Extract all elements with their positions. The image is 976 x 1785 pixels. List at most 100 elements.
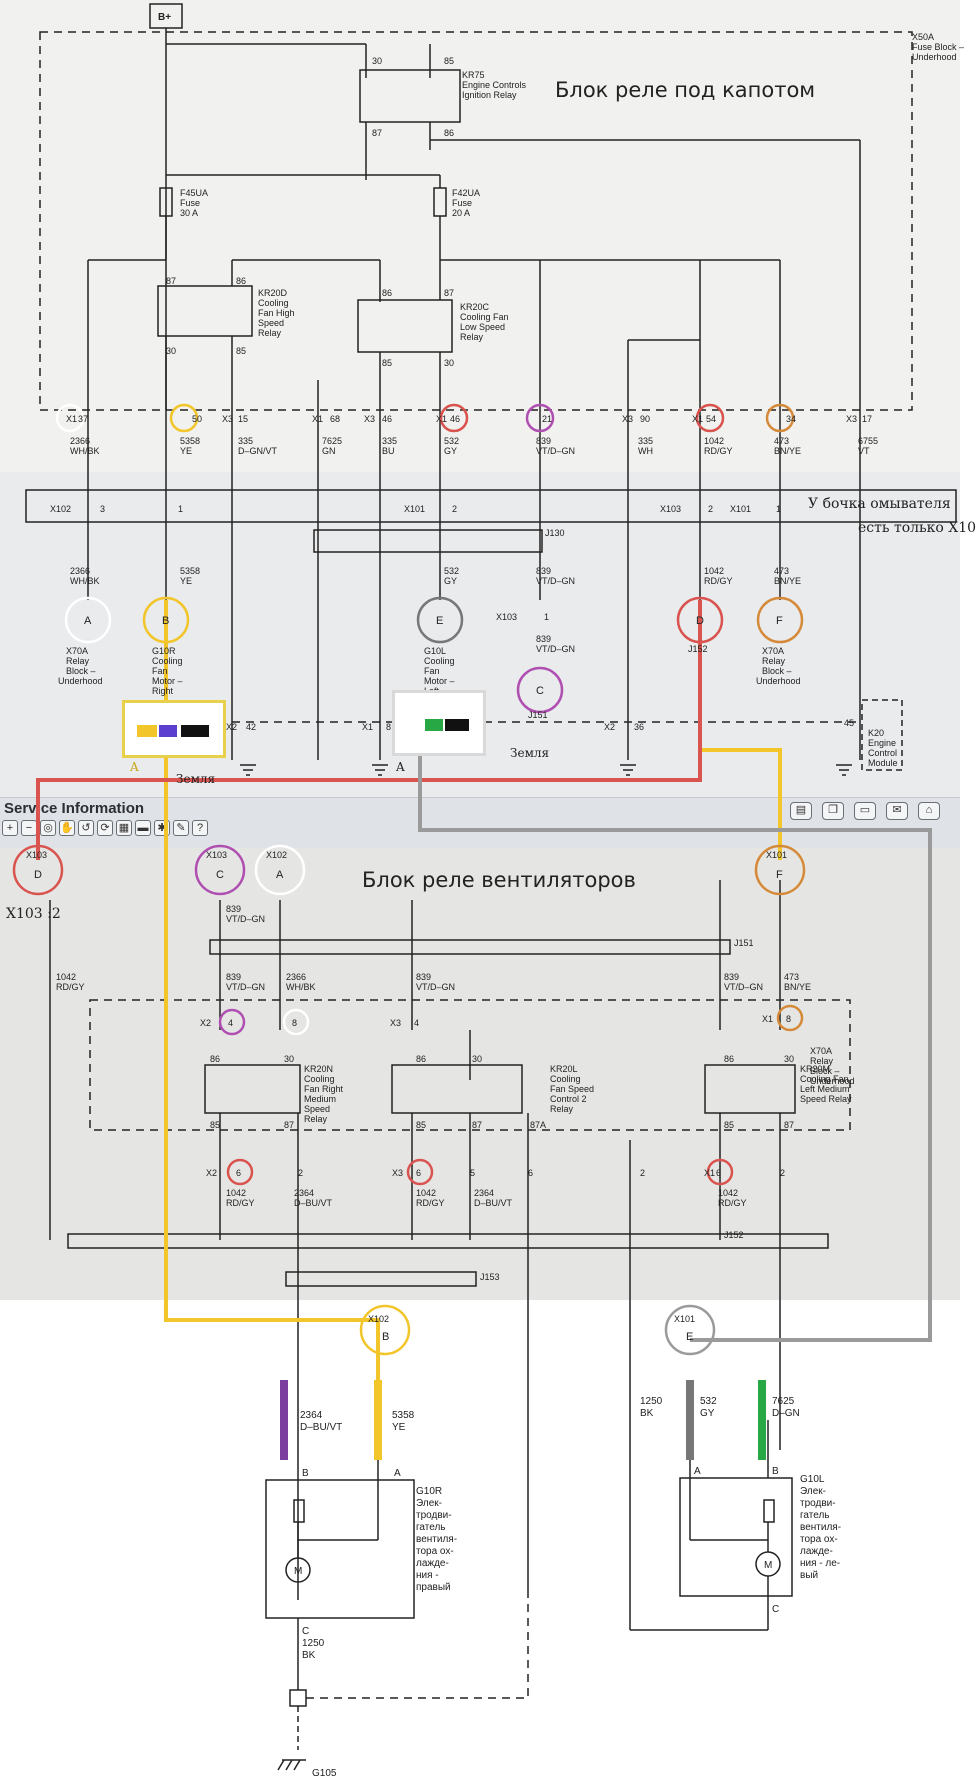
label-k20: Engine [868, 738, 896, 748]
wire-label: GY [700, 1408, 715, 1419]
pin-number: X2 [206, 1168, 217, 1178]
wire-label: BK [640, 1408, 654, 1419]
pan-icon[interactable]: ✋ [59, 820, 75, 836]
pin-number: 15 [238, 414, 248, 424]
g10r-resistor [293, 1499, 305, 1523]
label-k20: K20 [868, 728, 884, 738]
description-line: вентиля- [416, 1534, 457, 1545]
wire-label: YE [180, 576, 192, 586]
splice-label: J152 [724, 1230, 744, 1240]
wire-label: 2366 [70, 436, 90, 446]
wire-label: BU [382, 446, 395, 456]
connector-label: X2 [200, 1018, 211, 1028]
wire-label: 335 [638, 436, 653, 446]
help-icon[interactable]: ? [192, 820, 208, 836]
label-g10r: G10R [416, 1486, 442, 1497]
pin-label: 30 [444, 358, 454, 368]
g10l-motor-box [679, 1477, 793, 1597]
circle-letter: D [34, 869, 42, 881]
circle-a-band2 [64, 596, 112, 644]
highlight-icon[interactable]: ✎ [173, 820, 189, 836]
wire-label: VT [858, 446, 870, 456]
label-kr20l: KR20L [550, 1064, 578, 1074]
circle-pin4 [218, 1008, 246, 1036]
description-line: тора ох- [416, 1546, 454, 1557]
connector-pin: 45 [844, 718, 854, 728]
wire-label: 1042 [704, 436, 724, 446]
label-kr20l: Fan Speed [550, 1084, 594, 1094]
pin-number: 5 [470, 1168, 475, 1178]
window-icon[interactable]: ▭ [854, 802, 876, 820]
pin-label: 85 [382, 358, 392, 368]
circle-c-band2 [516, 666, 564, 714]
wire-label: VT/D–GN [536, 576, 575, 586]
label-g10r: Motor – [152, 676, 183, 686]
label-g10l: Motor – [424, 676, 455, 686]
circle-f-band2 [756, 596, 804, 644]
label-kr20n: Cooling [304, 1074, 335, 1084]
pin-label: C [772, 1604, 779, 1615]
wire-label: RD/GY [718, 1198, 747, 1208]
wire-label: 532 [444, 566, 459, 576]
circle-x101-f [754, 844, 806, 896]
pin-number: X1 [312, 414, 323, 424]
kr20c-relay [357, 299, 453, 353]
label-kr20c: Relay [460, 332, 484, 342]
pin-number: X3 [622, 414, 633, 424]
splice-label: J130 [545, 528, 565, 538]
circle-letter: D [696, 615, 704, 627]
grid-icon[interactable]: ▦ [116, 820, 132, 836]
connector-pin: 8 [786, 1014, 791, 1024]
kr20d-relay [157, 285, 253, 337]
back-icon[interactable]: ↺ [78, 820, 94, 836]
label-kr20c: Cooling Fan [460, 312, 509, 322]
pin-number: 37 [78, 414, 88, 424]
connector-pin: 2 [452, 504, 457, 514]
circle-34 [765, 403, 795, 433]
description-line: ния - ле- [800, 1558, 840, 1569]
connector-label: X102 [50, 504, 71, 514]
service-info-toolbar: Service Information + − ◎ ✋ ↺ ⟳ ▦ ▬ ✱ ✎ … [0, 797, 960, 848]
wire-label: D–BU/VT [300, 1422, 342, 1433]
label-kr20l: Relay [550, 1104, 574, 1114]
fuse-block-outline [39, 31, 913, 411]
label-f42: 20 A [452, 208, 470, 218]
pin-label: 30 [372, 56, 382, 66]
print-icon[interactable]: ▬ [135, 820, 151, 836]
wire-label: 5358 [180, 566, 200, 576]
splice-label: J153 [480, 1272, 500, 1282]
description-line: вентиля- [800, 1522, 841, 1533]
wire-label: BN/YE [774, 446, 801, 456]
circle-letter: B [382, 1331, 389, 1343]
refresh-icon[interactable]: ⟳ [97, 820, 113, 836]
circle-letter: E [436, 615, 443, 627]
kr20l-relay [391, 1064, 523, 1114]
copy-icon[interactable]: ❐ [822, 802, 844, 820]
wire-label: RD/GY [226, 1198, 255, 1208]
label-kr20l: Control 2 [550, 1094, 587, 1104]
label-x50a: X50A [912, 32, 934, 42]
label-g105: G105 [312, 1768, 337, 1779]
label-kr20n: Medium [304, 1094, 336, 1104]
wire-label: D–BU/VT [294, 1198, 333, 1208]
pin-number: 21 [542, 414, 552, 424]
red-wire-1042 [36, 600, 702, 860]
print-icon[interactable]: ▤ [790, 802, 812, 820]
wire-label: VT/D–GN [226, 914, 265, 924]
kr75-relay [359, 69, 461, 123]
wire-label: 2366 [286, 972, 306, 982]
zoom-fit-icon[interactable]: ◎ [40, 820, 56, 836]
pin-number: X1 [692, 414, 703, 424]
home-icon[interactable]: ⌂ [918, 802, 940, 820]
label-f45: F45UA [180, 188, 208, 198]
connector-label: X101 [730, 504, 751, 514]
label-g10l: G10L [800, 1474, 825, 1485]
kr20n-relay [204, 1064, 301, 1114]
mail-icon[interactable]: ✉ [886, 802, 908, 820]
wire-label: RD/GY [704, 576, 733, 586]
connector-pin: 1 [178, 504, 183, 514]
zoom-in-icon[interactable]: + [2, 820, 18, 836]
circle-letter: B [162, 615, 169, 627]
wire-label: VT/D–GN [416, 982, 455, 992]
